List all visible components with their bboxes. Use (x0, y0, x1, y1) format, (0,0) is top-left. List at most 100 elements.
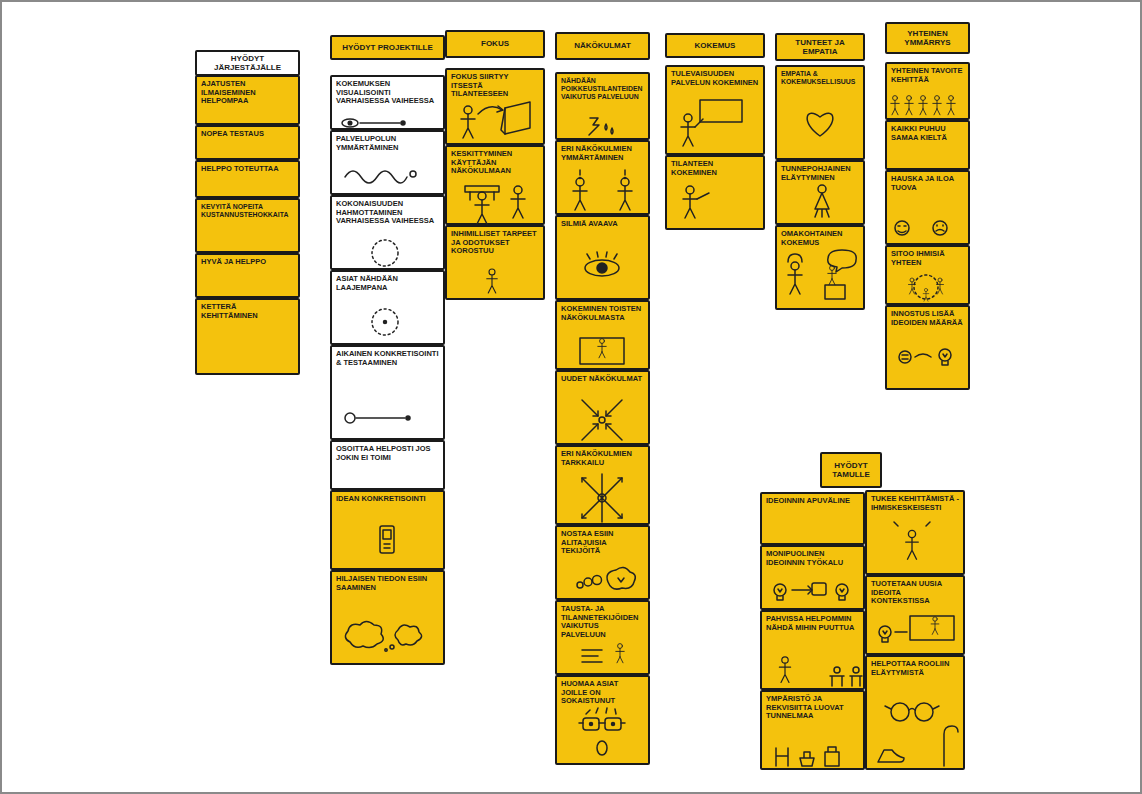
sticky-note: PAHVISSA HELPOMMIN NÄHDÄ MIHIN PUUTTUA (760, 610, 865, 690)
note-text: SILMIÄ AVAAVA (561, 220, 644, 229)
note-text: KOKONAISUUDEN HAHMOTTAMINEN VARHAISESSA … (336, 200, 439, 226)
sticky-note: AJATUSTEN ILMAISEMINEN HELPOMPAA (195, 75, 300, 125)
note-text: ERI NÄKÖKULMIEN YMMÄRTÄMINEN (561, 145, 644, 162)
header-text: NÄKÖKULMAT (574, 41, 631, 50)
note-text: IDEAN KONKRETISOINTI (336, 495, 439, 504)
sticky-note: EMPATIA & KOKEMUKSELLISUUS (775, 65, 865, 160)
sticky-note: KESKITTYMINEN KÄYTTÄJÄN NÄKÖKULMAAN (445, 145, 545, 225)
note-text: PALVELUPOLUN YMMÄRTÄMINEN (336, 135, 439, 152)
note-text: FOKUS SIIRTYY ITSESTÄ TILANTEESEEN (451, 73, 539, 99)
note-text: OMAKOHTAINEN KOKEMUS (781, 230, 859, 247)
note-text: YHTEINEN TAVOITE KEHITTÄÄ (891, 67, 964, 84)
note-text: OSOITTAA HELPOSTI JOS JOKIN EI TOIMI (336, 445, 439, 462)
note-text: KETTERÄ KEHITTÄMINEN (201, 303, 294, 320)
header-text: YHTEINEN YMMÄRRYS (890, 29, 965, 47)
note-text: ERI NÄKÖKULMIEN TARKKAILU (561, 450, 644, 467)
sticky-note: KOKEMINEN TOISTEN NÄKÖKULMASTA (555, 300, 650, 370)
sticky-note: HUOMAA ASIAT JOILLE ON SOKAISTUNUT (555, 675, 650, 765)
sticky-note: OSOITTAA HELPOSTI JOS JOKIN EI TOIMI (330, 440, 445, 490)
note-text: KOKEMINEN TOISTEN NÄKÖKULMASTA (561, 305, 644, 322)
note-text: AIKAINEN KONKRETISOINTI & TESTAAMINEN (336, 350, 439, 367)
sticky-note: NÄHDÄÄN POIKKEUSTILANTEIDEN VAIKUTUS PAL… (555, 72, 650, 140)
sticky-note: HELPOTTAA ROOLIIN ELÄYTYMISTÄ (865, 655, 965, 770)
note-text: TULEVAISUUDEN PALVELUN KOKEMINEN (671, 70, 759, 87)
note-text: HELPPO TOTEUTTAA (201, 165, 294, 174)
sticky-note: TUKEE KEHITTÄMISTÄ - IHMISKESKEISESTI (865, 490, 965, 575)
sticky-note: KOKEMUKSEN VISUALISOINTI VARHAISESSA VAI… (330, 75, 445, 130)
note-text: ASIAT NÄHDÄÄN LAAJEMPANA (336, 275, 439, 292)
note-text: INHIMILLISET TARPEET JA ODOTUKSET KOROST… (451, 230, 539, 256)
note-text: NOPEA TESTAUS (201, 130, 294, 139)
sticky-note: NOSTAA ESIIN ALITAJUISIA TEKIJÖITÄ (555, 525, 650, 600)
sticky-note: FOKUS SIIRTYY ITSESTÄ TILANTEESEEN (445, 68, 545, 145)
sticky-note: TUOTETAAN UUSIA IDEOITA KONTEKSTISSA (865, 575, 965, 655)
sticky-note: MONIPUOLINEN IDEOINNIN TYÖKALU (760, 545, 865, 610)
sticky-note: YHTEINEN TAVOITE KEHITTÄÄ (885, 62, 970, 120)
header-tab: FOKUS (445, 30, 545, 58)
note-text: TUNNEPOHJAINEN ELÄYTYMINEN (781, 165, 859, 182)
note-text: EMPATIA & KOKEMUKSELLISUUS (781, 70, 859, 86)
sticky-note: TAUSTA- JA TILANNETEKIJÖIDEN VAIKUTUS PA… (555, 600, 650, 675)
sticky-note: YMPÄRISTÖ JA REKVISIITTA LUOVAT TUNNELMA… (760, 690, 865, 770)
note-text: MONIPUOLINEN IDEOINNIN TYÖKALU (766, 550, 859, 567)
header-tab: HYÖDYT JÄRJESTÄJÄLLE (195, 50, 300, 76)
sticky-note: SITOO IHMISIÄ YHTEEN (885, 245, 970, 305)
sticky-note: ASIAT NÄHDÄÄN LAAJEMPANA (330, 270, 445, 345)
sticky-note: HELPPO TOTEUTTAA (195, 160, 300, 198)
sticky-note: INNOSTUS LISÄÄ IDEOIDEN MÄÄRÄÄ (885, 305, 970, 390)
note-text: HILJAISEN TIEDON ESIIN SAAMINEN (336, 575, 439, 592)
note-text: KEVYITÄ NOPEITA KUSTANNUSTEHOKKAITA (201, 203, 294, 219)
note-text: UUDET NÄKÖKULMAT (561, 375, 644, 384)
header-tab: HYÖDYT PROJEKTILLE (330, 35, 445, 60)
sticky-note: NOPEA TESTAUS (195, 125, 300, 160)
header-tab: HYÖDYT TAMULLE (820, 452, 882, 488)
sticky-note: INHIMILLISET TARPEET JA ODOTUKSET KOROST… (445, 225, 545, 300)
sticky-note: TUNNEPOHJAINEN ELÄYTYMINEN (775, 160, 865, 225)
header-tab: KOKEMUS (665, 33, 765, 58)
sticky-note: IDEAN KONKRETISOINTI (330, 490, 445, 570)
sticky-note: IDEOINNIN APUVÄLINE (760, 492, 865, 545)
header-text: KOKEMUS (695, 41, 736, 50)
note-text: HUOMAA ASIAT JOILLE ON SOKAISTUNUT (561, 680, 644, 706)
note-text: AJATUSTEN ILMAISEMINEN HELPOMPAA (201, 80, 294, 106)
header-text: FOKUS (481, 39, 509, 48)
sticky-note: ERI NÄKÖKULMIEN YMMÄRTÄMINEN (555, 140, 650, 215)
sticky-note: OMAKOHTAINEN KOKEMUS (775, 225, 865, 310)
header-tab: TUNTEET JA EMPATIA (775, 33, 865, 61)
note-text: INNOSTUS LISÄÄ IDEOIDEN MÄÄRÄÄ (891, 310, 964, 327)
note-text: HAUSKA JA ILOA TUOVA (891, 175, 964, 192)
sticky-note: SILMIÄ AVAAVA (555, 215, 650, 300)
sticky-note: AIKAINEN KONKRETISOINTI & TESTAAMINEN (330, 345, 445, 440)
note-text: NÄHDÄÄN POIKKEUSTILANTEIDEN VAIKUTUS PAL… (561, 77, 644, 101)
note-text: TAUSTA- JA TILANNETEKIJÖIDEN VAIKUTUS PA… (561, 605, 644, 640)
note-text: KAIKKI PUHUU SAMAA KIELTÄ (891, 125, 964, 142)
sticky-note: KAIKKI PUHUU SAMAA KIELTÄ (885, 120, 970, 170)
sticky-note: UUDET NÄKÖKULMAT (555, 370, 650, 445)
note-text: KESKITTYMINEN KÄYTTÄJÄN NÄKÖKULMAAN (451, 150, 539, 176)
note-text: NOSTAA ESIIN ALITAJUISIA TEKIJÖITÄ (561, 530, 644, 556)
header-text: TUNTEET JA EMPATIA (780, 38, 860, 56)
note-text: TUOTETAAN UUSIA IDEOITA KONTEKSTISSA (871, 580, 959, 606)
header-text: HYÖDYT TAMULLE (825, 461, 877, 479)
sticky-note: TULEVAISUUDEN PALVELUN KOKEMINEN (665, 65, 765, 155)
sticky-note: PALVELUPOLUN YMMÄRTÄMINEN (330, 130, 445, 195)
sticky-note: KETTERÄ KEHITTÄMINEN (195, 298, 300, 375)
sticky-note: HYVÄ JA HELPPO (195, 253, 300, 298)
note-text: SITOO IHMISIÄ YHTEEN (891, 250, 964, 267)
note-text: TUKEE KEHITTÄMISTÄ - IHMISKESKEISESTI (871, 495, 959, 512)
header-tab: YHTEINEN YMMÄRRYS (885, 22, 970, 54)
sticky-note: ERI NÄKÖKULMIEN TARKKAILU (555, 445, 650, 525)
sticky-note: TILANTEEN KOKEMINEN (665, 155, 765, 230)
sticky-note: KOKONAISUUDEN HAHMOTTAMINEN VARHAISESSA … (330, 195, 445, 270)
header-tab: NÄKÖKULMAT (555, 32, 650, 60)
sticky-note: HAUSKA JA ILOA TUOVA (885, 170, 970, 245)
sticky-note: HILJAISEN TIEDON ESIIN SAAMINEN (330, 570, 445, 665)
note-text: HELPOTTAA ROOLIIN ELÄYTYMISTÄ (871, 660, 959, 677)
note-text: TILANTEEN KOKEMINEN (671, 160, 759, 177)
note-text: HYVÄ JA HELPPO (201, 258, 294, 267)
note-text: IDEOINNIN APUVÄLINE (766, 497, 859, 506)
sticky-note: KEVYITÄ NOPEITA KUSTANNUSTEHOKKAITA (195, 198, 300, 253)
note-text: YMPÄRISTÖ JA REKVISIITTA LUOVAT TUNNELMA… (766, 695, 859, 721)
